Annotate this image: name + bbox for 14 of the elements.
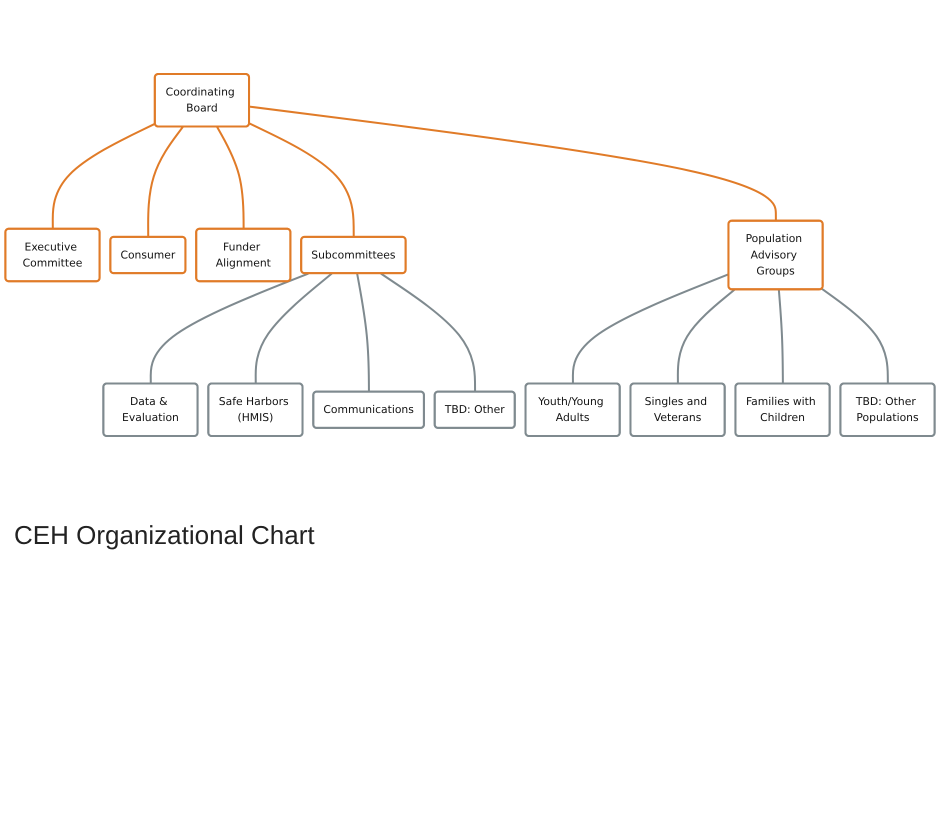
connector <box>147 126 184 238</box>
chart-title: CEH Organizational Chart <box>14 520 315 551</box>
connector <box>572 273 730 384</box>
connector <box>356 273 370 392</box>
connector <box>821 288 889 384</box>
connector <box>52 122 156 230</box>
connector <box>248 122 355 238</box>
connector <box>216 126 245 230</box>
connector <box>778 290 784 384</box>
connector <box>380 272 476 392</box>
connector <box>676 288 736 384</box>
connector <box>249 106 777 222</box>
connector <box>254 272 332 384</box>
connector <box>150 272 309 384</box>
